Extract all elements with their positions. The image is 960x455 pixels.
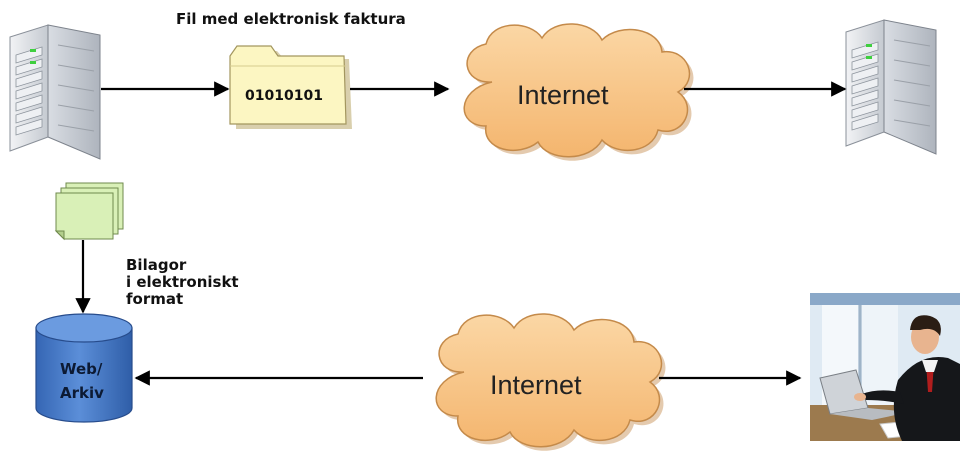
businessman-at-laptop-icon	[810, 293, 960, 441]
attachments-label-line-1: Bilagor	[126, 256, 187, 274]
attachments-label-line-3: format	[126, 290, 184, 308]
internet-label-top: Internet	[517, 80, 609, 110]
file-content: 01010101	[245, 88, 323, 104]
database-label-line-1: Web/	[60, 360, 103, 378]
database-label-line-2: Arkiv	[60, 384, 104, 402]
file-caption: Fil med elektronisk faktura	[176, 10, 406, 28]
internet-label-bottom: Internet	[490, 370, 582, 400]
receiver-server-icon	[845, 19, 937, 155]
attachments-label: Bilagor i elektroniskt format	[126, 257, 239, 308]
database-icon	[35, 313, 133, 423]
database-label: Web/ Arkiv	[60, 357, 104, 405]
documents-stack-icon	[54, 182, 124, 241]
folder-icon	[229, 45, 352, 129]
sender-server-icon	[9, 24, 101, 160]
attachments-label-line-2: i elektroniskt	[126, 273, 239, 291]
